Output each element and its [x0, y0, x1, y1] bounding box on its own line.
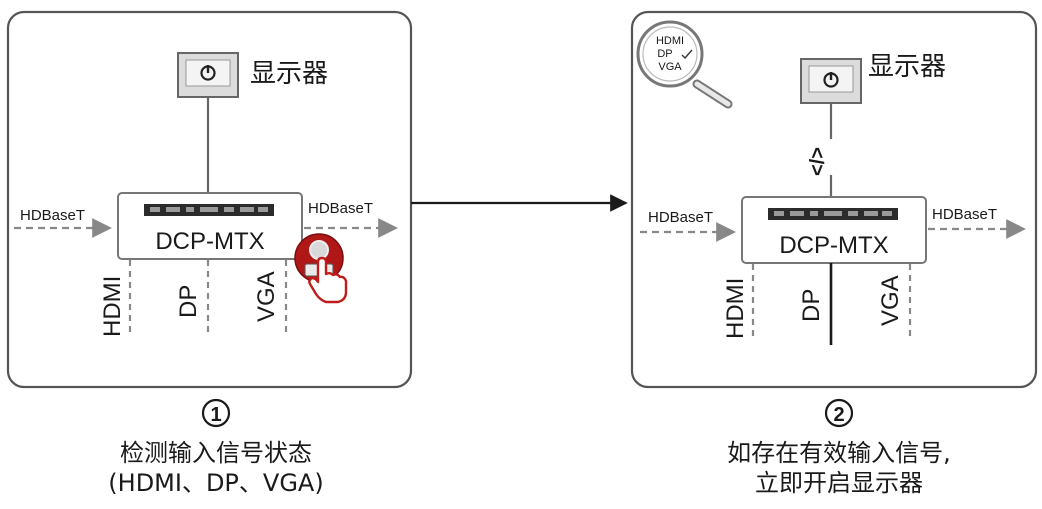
- port-1-vga-label: VGA: [253, 271, 280, 322]
- hdbaset-out-2-label: HDBaseT: [932, 206, 997, 223]
- port-1-hdmi-label: HDMI: [99, 276, 126, 337]
- step-1-text: 检测输入信号状态 (HDMI、DP、VGA): [60, 438, 372, 498]
- step-2-line-2: 立即开启显示器: [755, 469, 923, 497]
- step-1-line-1: 检测输入信号状态: [120, 439, 312, 467]
- port-2-hdmi-label: HDMI: [722, 278, 749, 339]
- button-press-icon: [294, 233, 348, 304]
- monitor-2-label: 显示器: [868, 52, 946, 82]
- panel-2: HDMI DP VGA 显示器 </> HDBaseT HDBaseT: [630, 10, 1038, 389]
- magnifier-icon: HDMI DP VGA: [636, 20, 733, 109]
- step-2-number: 2: [833, 404, 844, 426]
- hdbaset-in-1-label: HDBaseT: [20, 207, 85, 224]
- magnifier-line-dp: DP: [657, 48, 672, 60]
- magnifier-line-vga: VGA: [658, 61, 682, 73]
- check-icon: [681, 49, 693, 60]
- step-2-text: 如存在有效输入信号, 立即开启显示器: [679, 438, 999, 498]
- panel-1: 显示器 HDBaseT HDBaseT DCP-MTX HDMI DP VGA: [6, 10, 413, 389]
- monitor-1-icon: [177, 52, 239, 98]
- step-1-badge: [201, 398, 231, 428]
- step-1-number: 1: [210, 404, 221, 426]
- hdbaset-out-1-label: HDBaseT: [308, 200, 373, 217]
- monitor-2-icon: [800, 58, 862, 104]
- monitor-1-label: 显示器: [250, 59, 328, 89]
- port-1-dp-label: DP: [175, 285, 202, 318]
- port-2-dp-label: DP: [798, 289, 825, 322]
- pointing-hand-icon: [308, 256, 348, 304]
- step-2-line-1: 如存在有效输入信号,: [727, 439, 951, 467]
- device-2: DCP-MTX: [741, 196, 927, 264]
- device-1-name: DCP-MTX: [155, 228, 264, 255]
- step-2-caption: 2: [824, 398, 854, 428]
- device-2-name: DCP-MTX: [779, 232, 888, 259]
- device-1: DCP-MTX: [117, 192, 303, 260]
- step-1-caption: 1: [201, 398, 231, 428]
- link-symbol: </>: [807, 147, 829, 176]
- port-2-vga-label: VGA: [877, 275, 904, 326]
- magnifier-line-hdmi: HDMI: [656, 35, 684, 47]
- step-1-line-2: (HDMI、DP、VGA): [108, 469, 324, 497]
- hdbaset-in-2-label: HDBaseT: [648, 209, 713, 226]
- step-2-badge: [824, 398, 854, 428]
